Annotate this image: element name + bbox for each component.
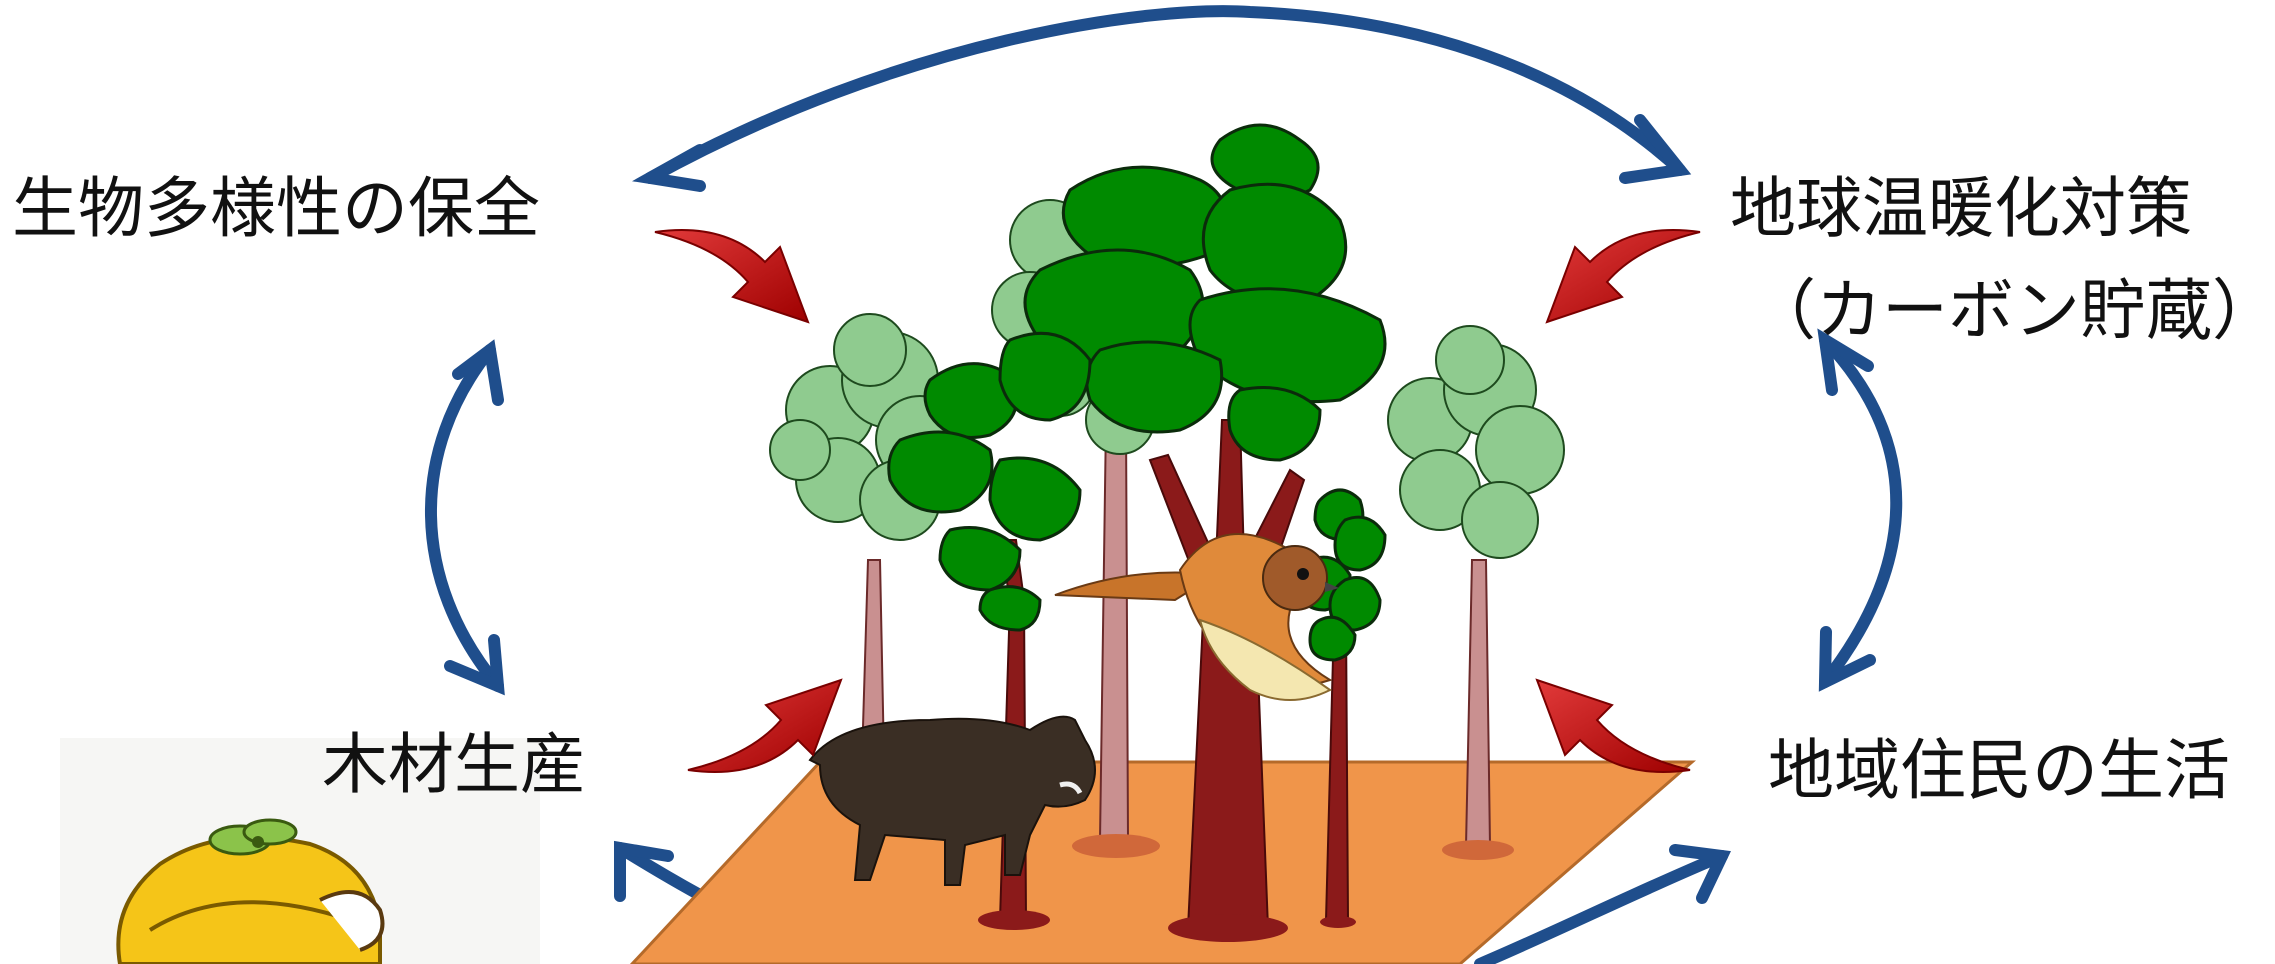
label-biodiversity-conservation: 生物多様性の保全 [12, 176, 540, 242]
red-arrow-top-left [655, 230, 808, 322]
red-arrow-top-right [1547, 230, 1700, 322]
label-local-residents-life: 地域住民の生活 [1768, 738, 2230, 804]
label-climate-countermeasures: 地球温暖化対策 [1730, 176, 2192, 242]
arrow-bio-climate [650, 11, 1680, 178]
red-arrow-bottom-right [1537, 680, 1690, 772]
ground-plane [632, 762, 1692, 964]
sparrow-bird [1055, 534, 1339, 700]
label-timber-production: 木材生産 [322, 732, 586, 798]
arrow-head-top-left [650, 150, 700, 186]
arrow-bio-timber [431, 350, 498, 686]
label-carbon-storage: （カーボン貯蔵） [1750, 278, 2275, 344]
